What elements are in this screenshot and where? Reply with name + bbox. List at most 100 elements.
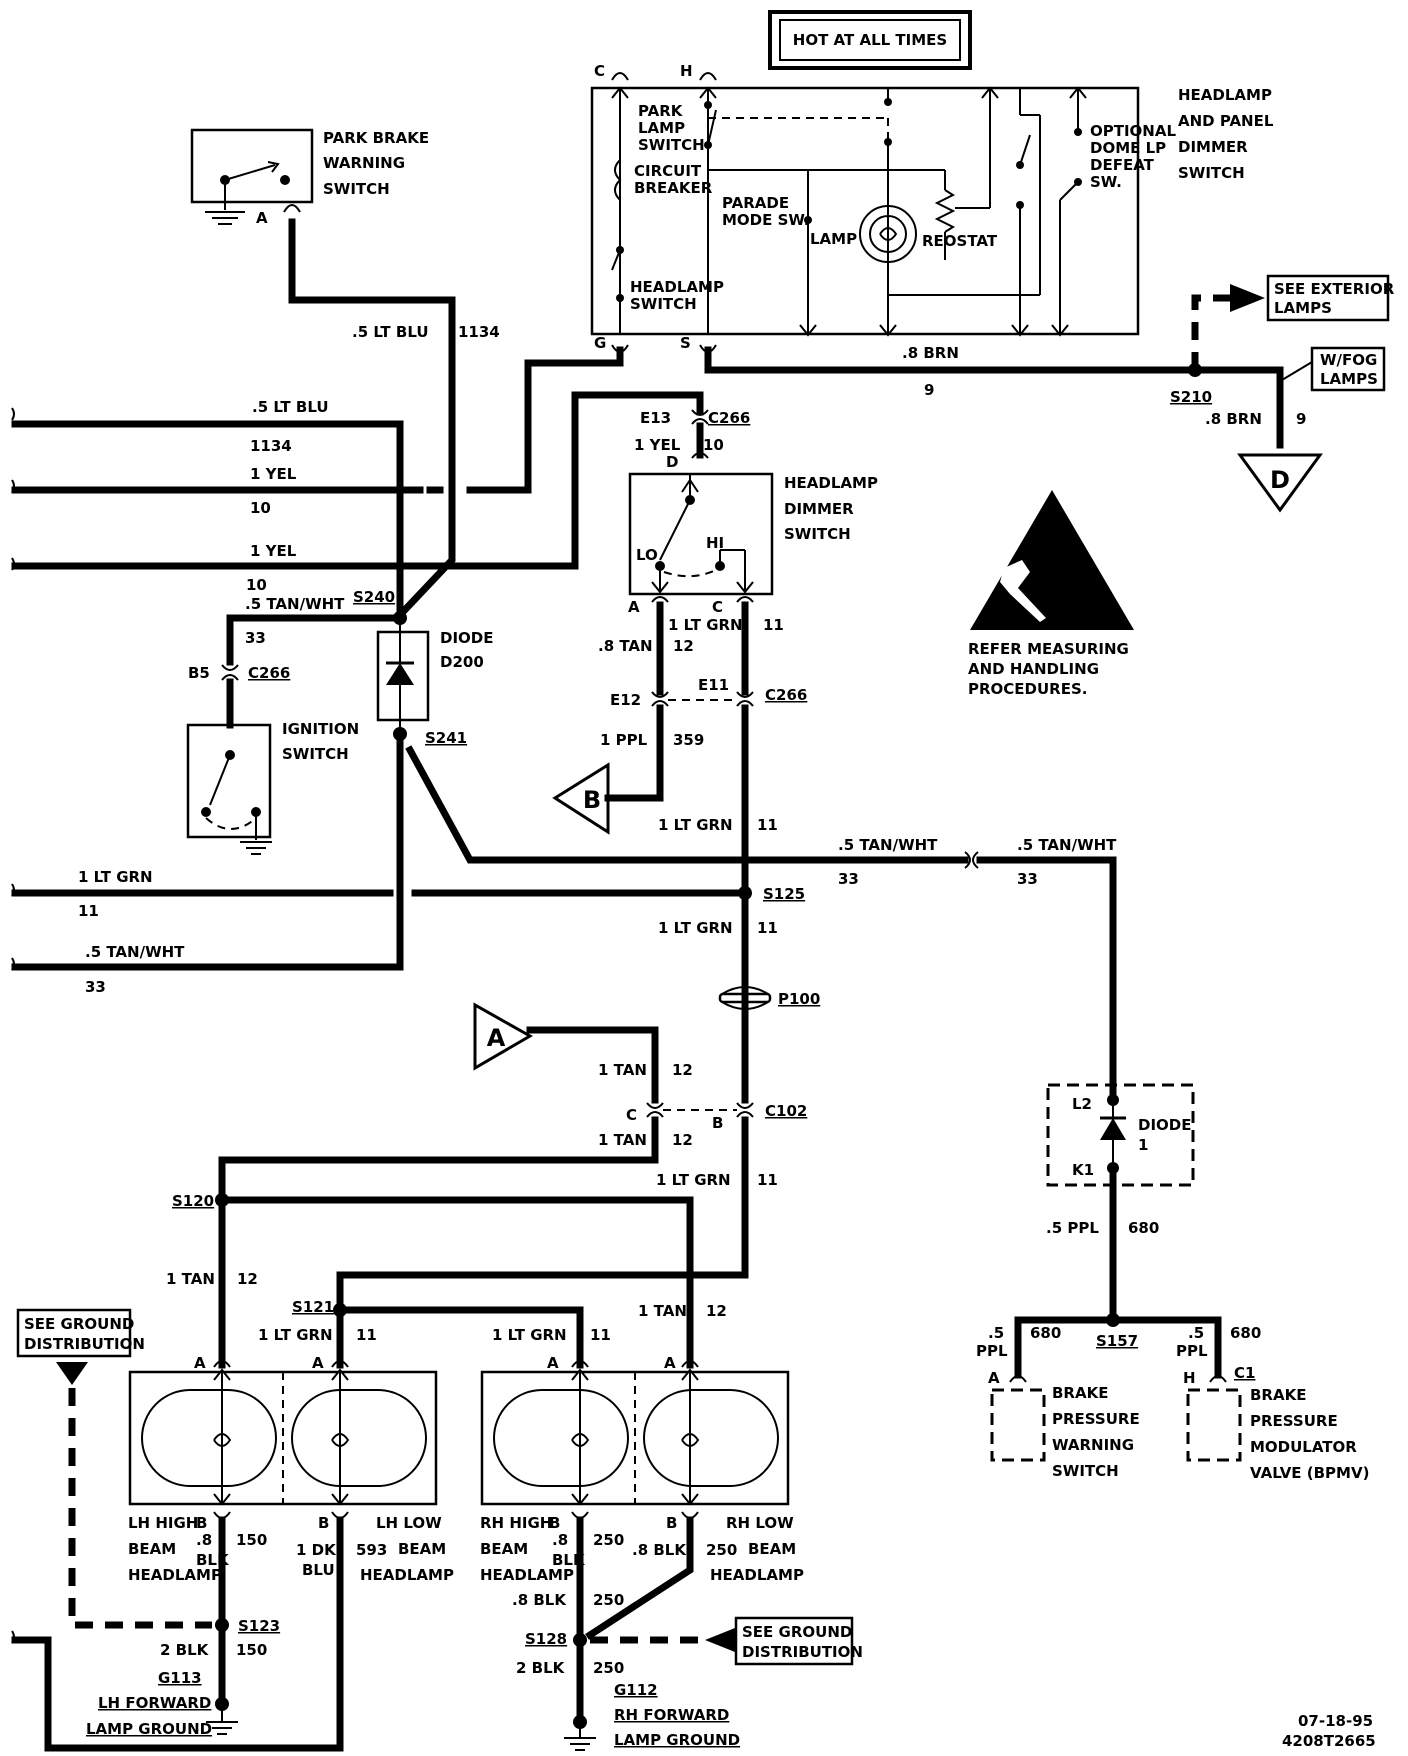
svg-text:LAMP GROUND: LAMP GROUND — [86, 1720, 212, 1738]
wire-250-label-2: 250 — [593, 1591, 624, 1609]
ground-distribution-arrow-lh-icon — [56, 1362, 88, 1385]
circuit-breaker-label: CIRCUIT BREAKER — [634, 162, 713, 197]
svg-text:DISTRIBUTION: DISTRIBUTION — [742, 1643, 863, 1661]
svg-text:LAMP: LAMP — [638, 119, 685, 137]
svg-text:BRAKE: BRAKE — [1052, 1384, 1108, 1402]
wire-tan-wht-label-1: .5 TAN/WHT — [245, 595, 345, 613]
svg-text:DIODE: DIODE — [440, 629, 493, 647]
brake-pressure-modulator-valve — [1186, 1388, 1242, 1462]
svg-text:REFER MEASURING: REFER MEASURING — [968, 640, 1129, 658]
dimmer-hi-label: HI — [706, 534, 724, 552]
wire-1134-left — [11, 420, 404, 619]
svg-text:HEADLAMP: HEADLAMP — [1178, 86, 1272, 104]
wire-ppl-size-1: .5 — [988, 1324, 1004, 1342]
svg-text:DIMMER: DIMMER — [784, 500, 854, 518]
connector-e11-label: E11 — [698, 676, 729, 694]
wire-250-label-1: 250 — [593, 1531, 624, 1549]
svg-text:PRESSURE: PRESSURE — [1052, 1410, 1140, 1428]
svg-text:BRAKE: BRAKE — [1250, 1386, 1306, 1404]
splice-s157-label: S157 — [1096, 1332, 1138, 1350]
g112-label: G112 RH FORWARD LAMP GROUND — [614, 1681, 740, 1749]
diode1-l2-label: L2 — [1072, 1095, 1092, 1113]
wire-blk-2-label-rh: 2 BLK — [516, 1659, 566, 1677]
lh-high-terminal-b: B — [196, 1514, 207, 1532]
wire-11-label-6: 11 — [590, 1326, 611, 1344]
offpage-connector-a: A — [473, 1002, 534, 1071]
svg-text:PROCEDURES.: PROCEDURES. — [968, 680, 1087, 698]
wire-12-to-rh-low — [218, 1196, 694, 1369]
terminal-c-label: C — [594, 62, 605, 80]
brake-pressure-warning-switch — [990, 1388, 1046, 1462]
svg-text:BEAM: BEAM — [480, 1540, 528, 1558]
svg-text:SEE GROUND: SEE GROUND — [742, 1623, 852, 1641]
splice-s121-label: S121 — [292, 1298, 334, 1316]
wire-lt-grn-label-dimmer: 1 LT GRN — [668, 616, 743, 634]
svg-text:DIMMER: DIMMER — [1178, 138, 1248, 156]
wire-ppl-1-label: 1 PPL — [600, 731, 648, 749]
ground-distribution-arrow-rh-icon — [705, 1628, 735, 1652]
svg-text:G112: G112 — [614, 1681, 658, 1699]
splice-s241-label: S241 — [425, 729, 467, 747]
svg-text:RH HIGH: RH HIGH — [480, 1514, 552, 1532]
footer-code: 07-18-95 4208T2665 — [1282, 1712, 1376, 1750]
svg-text:HEADLAMP: HEADLAMP — [128, 1566, 222, 1584]
wire-359-label: 359 — [673, 731, 704, 749]
connector-c266-label-2: C266 — [765, 686, 807, 704]
svg-text:B: B — [583, 786, 601, 814]
svg-text:PARADE: PARADE — [722, 194, 789, 212]
lh-low-terminal-b: B — [318, 1514, 329, 1532]
headlamp-switch-label: HEADLAMP SWITCH — [630, 278, 724, 313]
splice-s120-label: S120 — [172, 1192, 214, 1210]
ignition-switch-label: IGNITION SWITCH — [282, 720, 359, 763]
splice-s125-label: S125 — [763, 885, 805, 903]
svg-text:WARNING: WARNING — [323, 154, 405, 172]
wire-33-label-3: 33 — [1017, 870, 1038, 888]
lamp-label: LAMP — [810, 230, 857, 248]
svg-text:SWITCH: SWITCH — [784, 525, 851, 543]
headlamp-panel-dimmer-switch-label: HEADLAMP AND PANEL DIMMER SWITCH — [1178, 86, 1274, 182]
wire-593-label: 593 — [356, 1541, 387, 1559]
wire-11-label-4: 11 — [757, 1171, 778, 1189]
wire-33-left — [11, 730, 404, 971]
see-ground-distribution-box-lh: SEE GROUND DISTRIBUTION — [16, 1308, 145, 1358]
rh-high-beam-headlamp-label: RH HIGH BEAM HEADLAMP — [480, 1514, 574, 1584]
wire-680-to-warning — [1014, 1316, 1117, 1379]
wire-yel-label-1: 1 YEL — [250, 465, 297, 483]
svg-text:HEADLAMP: HEADLAMP — [360, 1566, 454, 1584]
svg-text:1: 1 — [1138, 1136, 1148, 1154]
wire-11-label-5: 11 — [356, 1326, 377, 1344]
wire-lt-grn-label-2: 1 LT GRN — [658, 816, 733, 834]
svg-text:AND HANDLING: AND HANDLING — [968, 660, 1099, 678]
lh-low-terminal-a: A — [312, 1354, 324, 1372]
svg-text:SWITCH: SWITCH — [1052, 1462, 1119, 1480]
connector-c102-label: C102 — [765, 1102, 807, 1120]
diode1-k1-label: K1 — [1072, 1161, 1094, 1179]
svg-text:DIODE: DIODE — [1138, 1116, 1191, 1134]
c102-terminal-b: B — [712, 1114, 723, 1132]
offpage-d-label: D — [1270, 466, 1290, 494]
wire-150-label-2: 150 — [236, 1641, 267, 1659]
wire-lt-grn-label-3: 1 LT GRN — [658, 919, 733, 937]
park-brake-warning-switch: A — [190, 128, 314, 227]
wire-11-label-dimmer: 11 — [763, 616, 784, 634]
see-exterior-lamps-box: SEE EXTERIOR LAMPS — [1266, 274, 1395, 322]
wire-593-lh-low — [11, 1516, 344, 1752]
svg-text:SWITCH: SWITCH — [323, 180, 390, 198]
svg-text:BREAKER: BREAKER — [634, 179, 713, 197]
g113-label: G113 LH FORWARD LAMP GROUND — [86, 1669, 212, 1738]
svg-text:CIRCUIT: CIRCUIT — [634, 162, 702, 180]
wire-lt-grn-label-4: 1 LT GRN — [656, 1171, 731, 1189]
connector-c266-ignition: C266 — [248, 664, 290, 682]
wire-359-to-b — [604, 704, 664, 802]
svg-text:DEFEAT: DEFEAT — [1090, 156, 1155, 174]
svg-text:LAMP GROUND: LAMP GROUND — [614, 1731, 740, 1749]
offpage-connector-b: B — [552, 762, 610, 835]
wire-9-circuit-label-2: 9 — [1296, 410, 1306, 428]
svg-text:LH LOW: LH LOW — [376, 1514, 442, 1532]
svg-text:OPTIONAL: OPTIONAL — [1090, 122, 1176, 140]
optional-dome-label: OPTIONAL DOME LP DEFEAT SW. — [1090, 122, 1176, 191]
svg-text:PARK BRAKE: PARK BRAKE — [323, 129, 429, 147]
wire-250-size: .8 — [552, 1531, 568, 1549]
wire-33-to-diode1 — [976, 856, 1117, 1104]
